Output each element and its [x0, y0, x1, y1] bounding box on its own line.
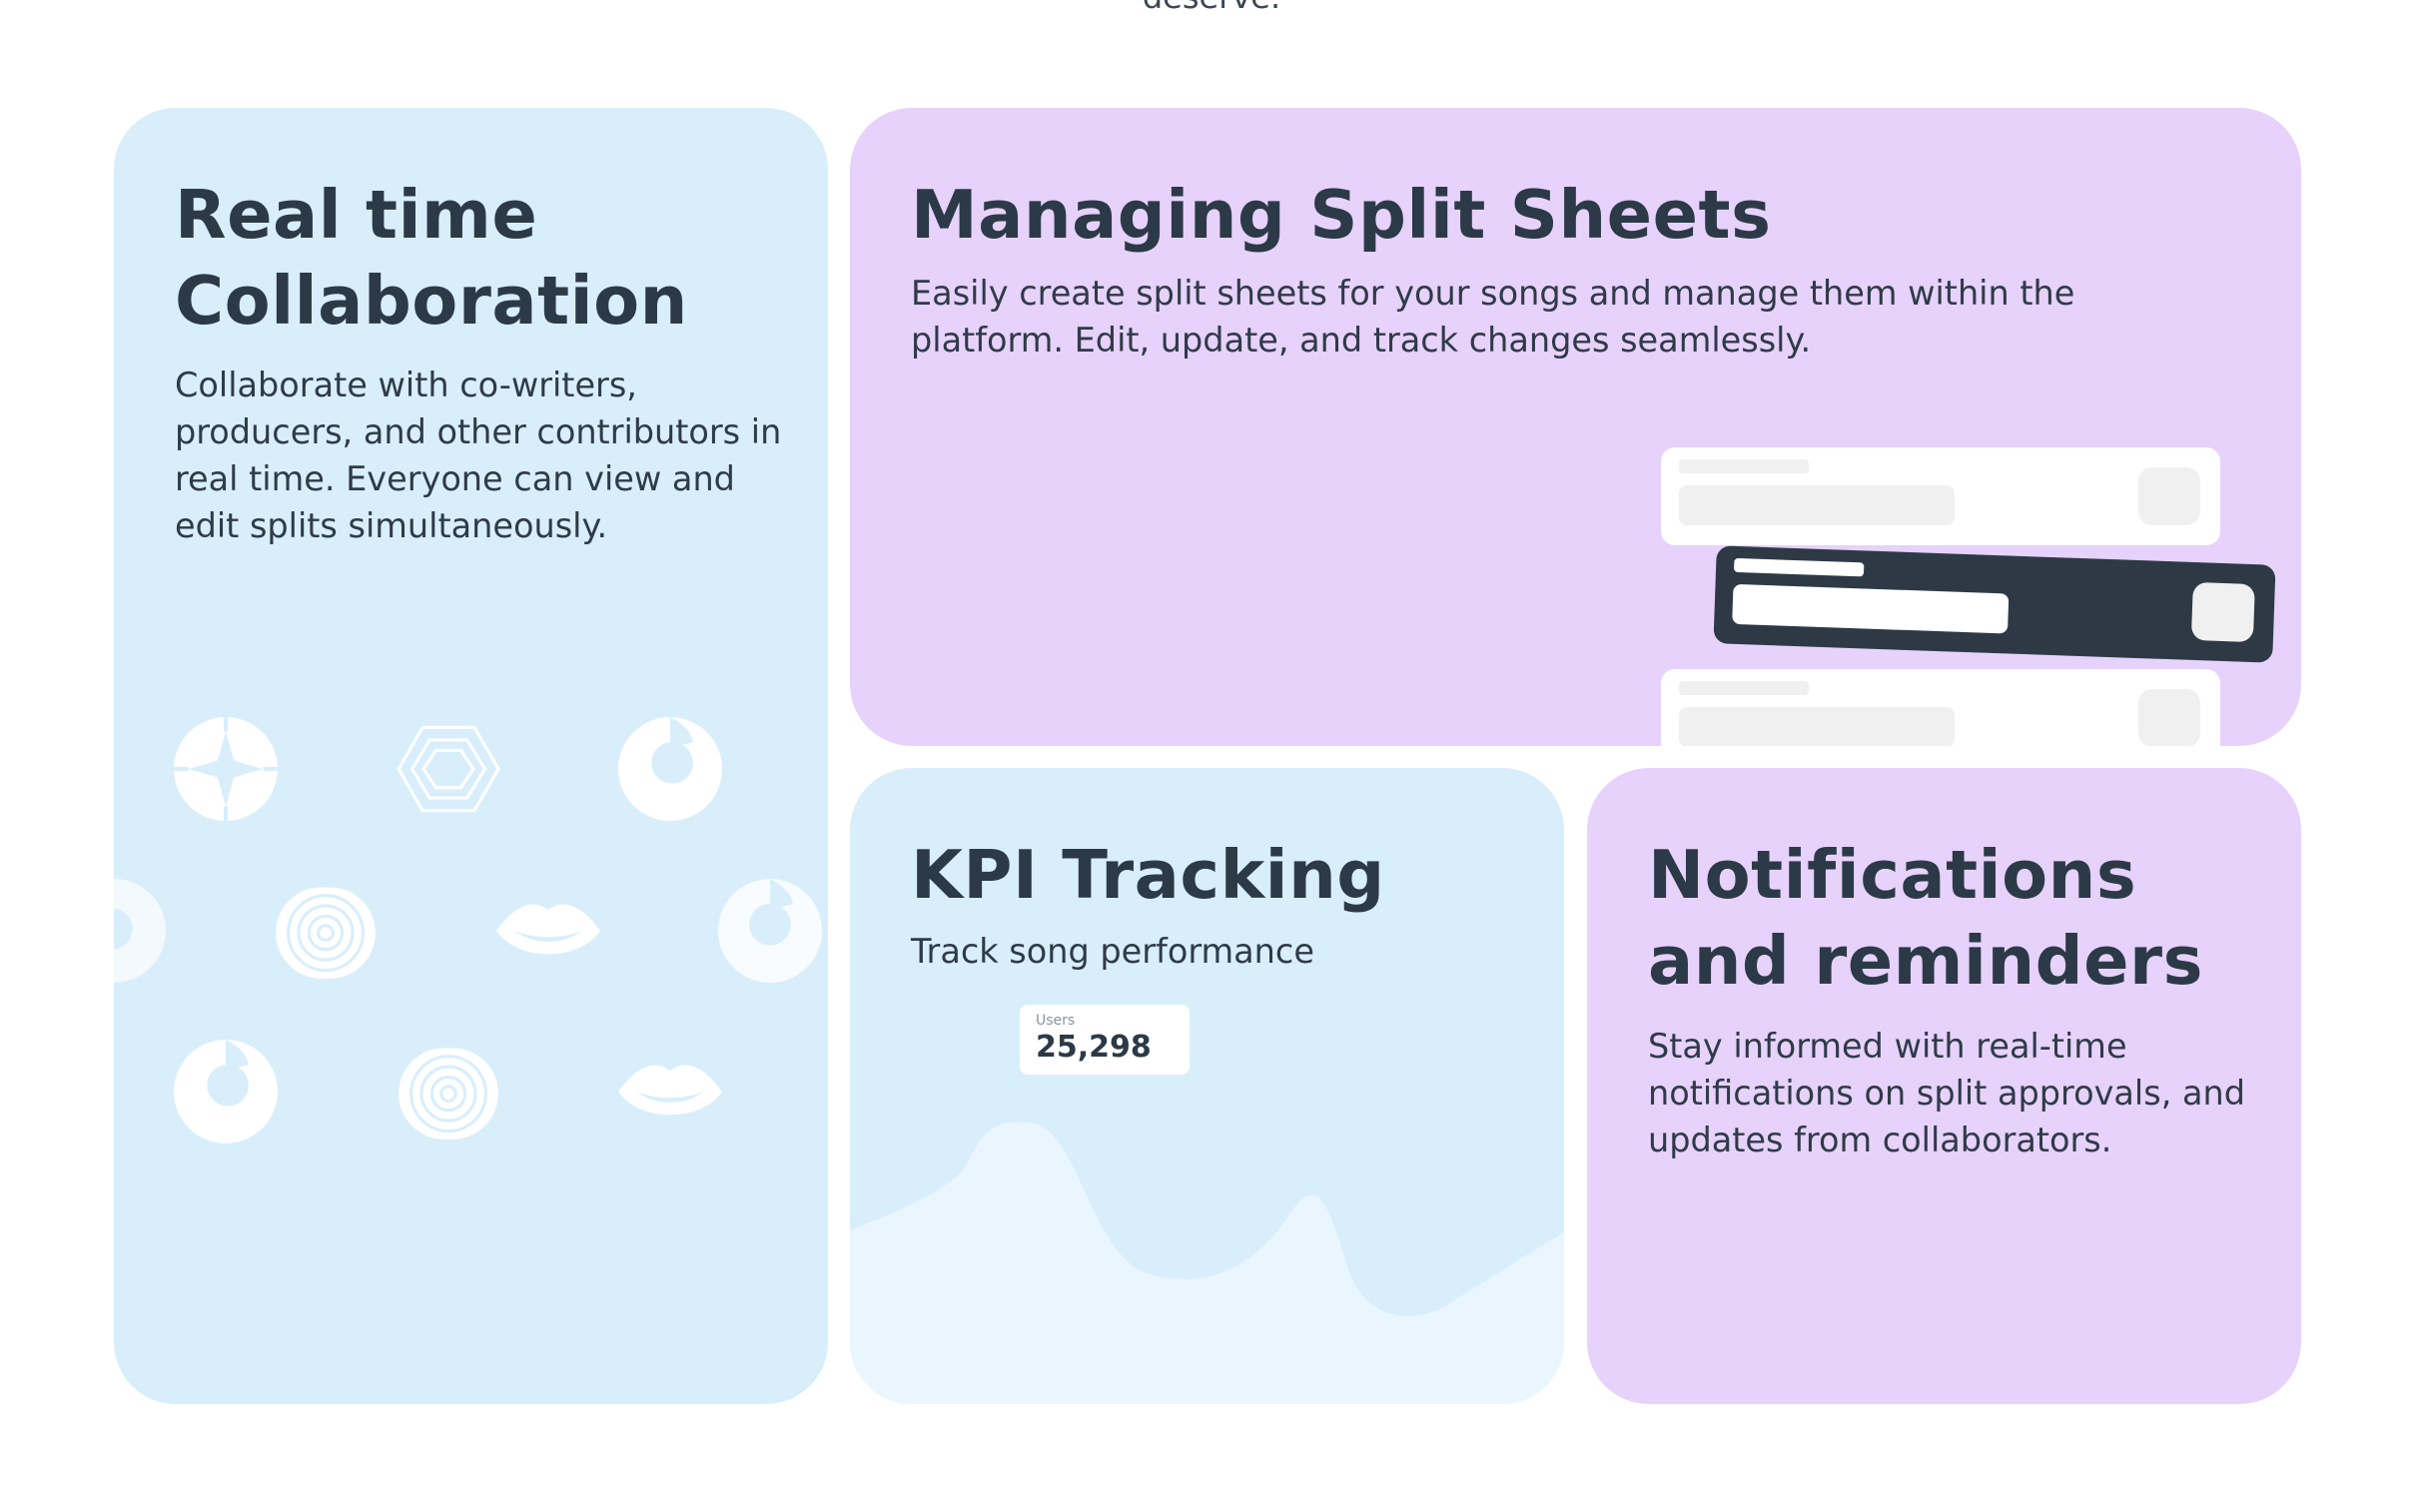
- feature-card-kpi-tracking: KPI Tracking Track song performance User…: [850, 768, 1564, 1404]
- donut-icon: [114, 879, 166, 983]
- placeholder-bar: [1679, 459, 1809, 473]
- stat-tooltip: Users 25,298: [1020, 1005, 1190, 1075]
- kpi-area-chart: [850, 1122, 1564, 1404]
- spiral-roll-icon: [397, 1040, 500, 1143]
- lips-icon: [496, 879, 600, 983]
- intro-text-tail: deserve.: [0, 0, 2423, 16]
- card-title: Real time Collaboration: [175, 176, 688, 340]
- feature-card-notifications: Notifications and reminders Stay informe…: [1587, 768, 2301, 1404]
- lips-icon: [618, 1040, 722, 1143]
- stat-label: Users: [1036, 1013, 1076, 1029]
- placeholder-button: [2190, 581, 2255, 643]
- stat-value: 25,298: [1036, 1030, 1152, 1065]
- placeholder-button: [2138, 467, 2200, 525]
- split-sheet-row: [1661, 447, 2220, 545]
- placeholder-bar: [1679, 681, 1809, 695]
- spiral-roll-icon: [274, 879, 378, 983]
- feature-card-split-sheets: Managing Split Sheets Easily create spli…: [850, 108, 2301, 746]
- star-badge-icon: [174, 717, 278, 821]
- donut-icon: [718, 879, 822, 983]
- placeholder-bar: [1679, 485, 1955, 525]
- card-title: KPI Tracking: [911, 836, 1385, 914]
- placeholder-button: [2138, 689, 2200, 746]
- card-title: Notifications and reminders: [1648, 836, 2203, 1000]
- card-description: Easily create split sheets for your song…: [911, 274, 2075, 360]
- split-sheet-row-active: [1713, 545, 2276, 663]
- placeholder-bar: [1679, 707, 1955, 746]
- split-sheet-row: [1661, 669, 2220, 746]
- card-description: Track song performance: [911, 932, 1314, 971]
- feature-card-collaboration: Real time Collaboration Collaborate with…: [114, 108, 828, 1404]
- hexagon-outline-icon: [397, 717, 500, 821]
- donut-icon: [618, 717, 722, 821]
- card-description: Stay informed with real-time notificatio…: [1648, 1027, 2246, 1159]
- card-description: Collaborate with co-writers, producers, …: [175, 366, 782, 545]
- card-title: Managing Split Sheets: [911, 176, 1772, 254]
- placeholder-bar: [1732, 583, 2010, 634]
- donut-icon: [174, 1040, 278, 1143]
- placeholder-bar: [1733, 557, 1865, 577]
